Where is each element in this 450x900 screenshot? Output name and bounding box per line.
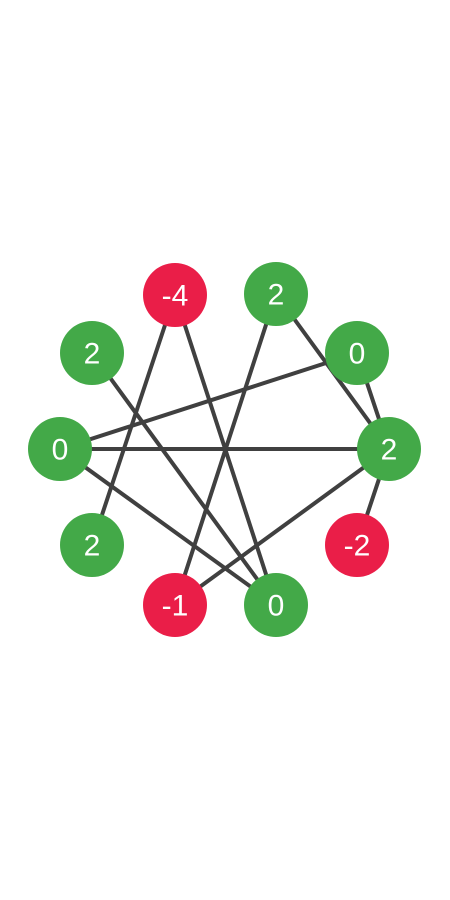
edge-n0-n7	[90, 293, 177, 547]
edge-n2-n8	[58, 351, 359, 451]
node-n4[interactable]: -2	[325, 513, 389, 577]
node-value-label: 0	[268, 590, 285, 623]
node-n0[interactable]: -4	[143, 263, 207, 327]
node-n3[interactable]: 2	[357, 417, 421, 481]
node-value-label: 2	[268, 279, 285, 312]
node-n6[interactable]: -1	[143, 573, 207, 637]
node-circle	[143, 573, 207, 637]
node-n2[interactable]: 0	[325, 321, 389, 385]
node-value-label: -2	[344, 530, 371, 563]
node-circle	[60, 321, 124, 385]
node-value-label: -4	[162, 280, 189, 313]
nodes-layer: -4 2 0 2 -2 0 -1 2 0 2	[28, 262, 421, 637]
node-value-label: 2	[84, 530, 101, 563]
node-circle	[325, 513, 389, 577]
node-value-label: 0	[52, 434, 69, 467]
node-n8[interactable]: 0	[28, 417, 92, 481]
node-circle	[325, 321, 389, 385]
node-circle	[143, 263, 207, 327]
edge-n3-n6	[173, 447, 391, 607]
node-n5[interactable]: 0	[244, 573, 308, 637]
node-circle	[244, 573, 308, 637]
node-circle	[244, 262, 308, 326]
node-n9[interactable]: 2	[60, 321, 124, 385]
node-n1[interactable]: 2	[244, 262, 308, 326]
node-n7[interactable]: 2	[60, 513, 124, 577]
node-value-label: 2	[381, 434, 398, 467]
edge-n8-n5	[58, 447, 278, 607]
node-circle	[60, 513, 124, 577]
node-value-label: 0	[349, 338, 366, 371]
node-value-label: -1	[162, 590, 189, 623]
node-value-label: 2	[84, 338, 101, 371]
node-circle	[28, 417, 92, 481]
node-circle	[357, 417, 421, 481]
edge-n9-n5	[90, 351, 278, 607]
